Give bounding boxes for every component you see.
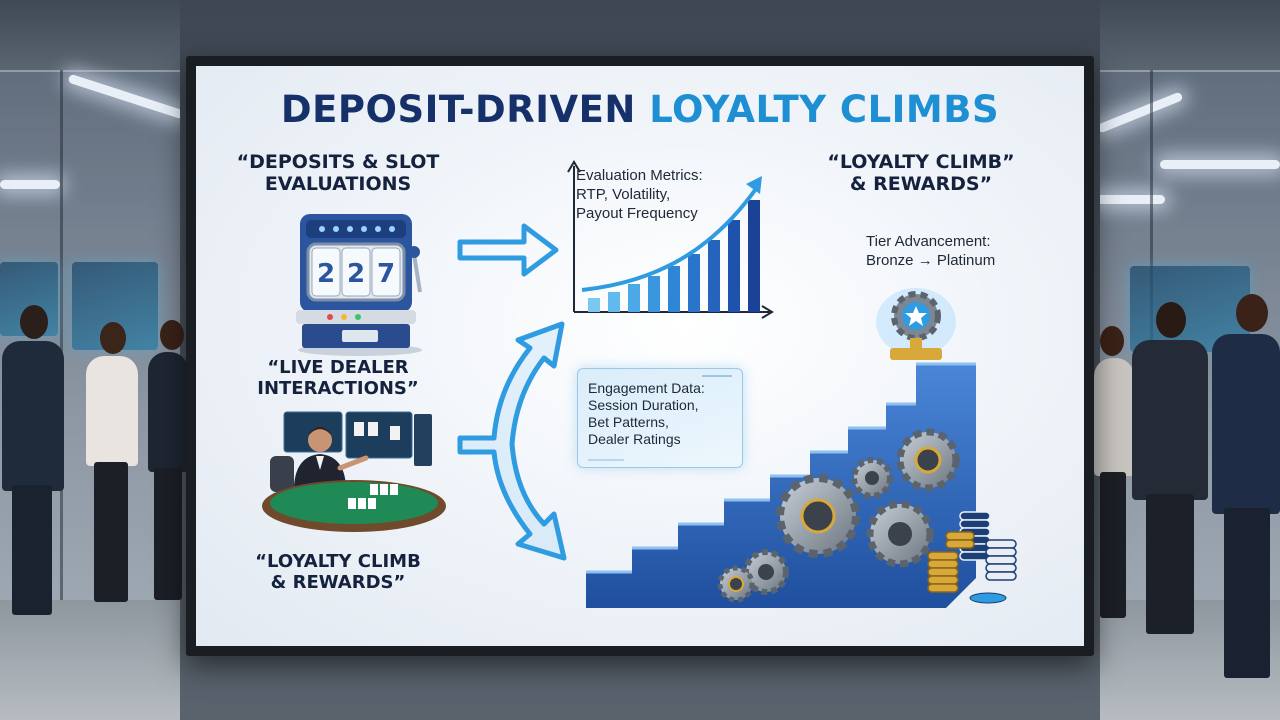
person-silhouette <box>1094 326 1134 626</box>
deposits-label: “DEPOSITS & SLOT EVALUATIONS <box>236 151 440 195</box>
curved-arrow-icon <box>457 321 567 561</box>
chart-bars <box>588 200 760 312</box>
ceiling-light <box>1095 195 1165 204</box>
trophy-badge-icon <box>876 288 956 360</box>
gear-icon <box>717 565 755 603</box>
slot-machine-icon: 2 2 7 <box>296 214 422 356</box>
ceiling-light <box>0 180 60 189</box>
tier-advancement-text: Tier Advancement: Bronze → Platinum <box>866 233 996 270</box>
engagement-data-panel: Engagement Data: Session Duration, Bet P… <box>577 368 743 468</box>
engagement-data-text: Engagement Data: Session Duration, Bet P… <box>588 380 705 448</box>
gear-icon <box>866 500 934 568</box>
right-arrow-icon <box>457 223 559 277</box>
person-silhouette <box>1132 302 1208 642</box>
slot-reel-1: 2 <box>317 259 335 289</box>
evaluation-metrics-text: Evaluation Metrics: RTP, Volatility, Pay… <box>576 167 703 223</box>
person-silhouette <box>84 322 140 612</box>
gear-icon <box>776 474 860 558</box>
person-silhouette <box>2 305 64 625</box>
presentation-screen: DEPOSIT-DRIVEN LOYALTY CLIMBS “DEPOSITS … <box>186 56 1094 656</box>
person-silhouette <box>148 320 188 610</box>
title-part-2: LOYALTY CLIMBS <box>649 88 1000 131</box>
loyalty-label-right: “LOYALTY CLIMB” & REWARDS” <box>827 151 1015 195</box>
person-silhouette <box>1212 294 1280 686</box>
infographic-title: DEPOSIT-DRIVEN LOYALTY CLIMBS <box>196 88 1084 131</box>
slot-reel-3: 7 <box>377 259 395 289</box>
ceiling-light <box>1160 160 1280 169</box>
infographic: DEPOSIT-DRIVEN LOYALTY CLIMBS “DEPOSITS … <box>196 66 1084 646</box>
gear-icon <box>896 428 960 492</box>
gear-icon <box>851 457 893 499</box>
live-dealer-icon <box>262 411 446 532</box>
staircase-icon <box>586 362 976 608</box>
chip-stack-icon <box>927 511 1017 604</box>
title-part-1: DEPOSIT-DRIVEN <box>280 88 636 131</box>
loyalty-label-left: “LOYALTY CLIMB & REWARDS” <box>255 551 421 593</box>
glass-mullion <box>60 70 63 610</box>
live-dealer-label: “LIVE DEALER INTERACTIONS” <box>257 357 419 399</box>
slot-reel-2: 2 <box>347 259 365 289</box>
growth-chart-icon <box>567 160 774 319</box>
